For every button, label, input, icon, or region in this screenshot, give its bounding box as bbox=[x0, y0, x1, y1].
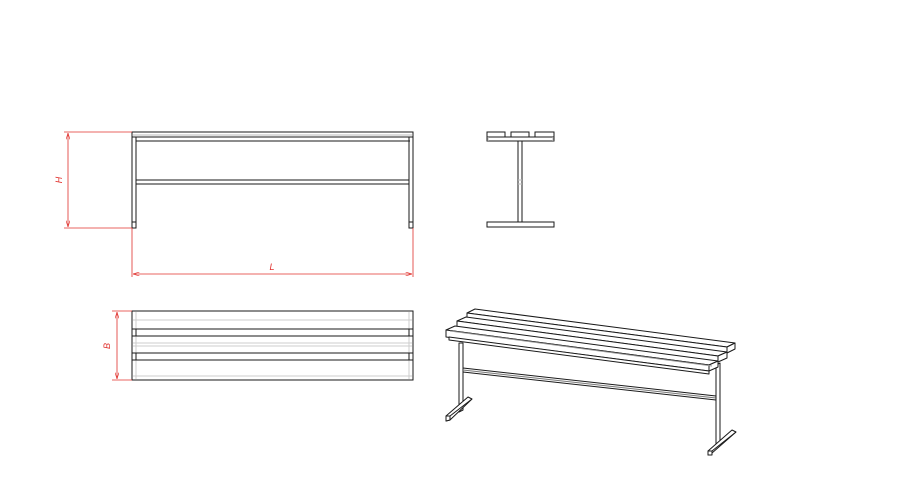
iso-left-leg bbox=[445, 342, 473, 422]
iso-seat-rail bbox=[448, 336, 710, 375]
slat-gap-2 bbox=[131, 352, 414, 361]
top-view bbox=[131, 310, 414, 381]
dimension-label-length: L bbox=[269, 262, 274, 272]
left-leg bbox=[131, 136, 137, 229]
seat-outline bbox=[131, 310, 414, 381]
dimension-label-width: B bbox=[102, 343, 112, 349]
side-view bbox=[486, 131, 555, 228]
dimension-height bbox=[64, 131, 132, 229]
slat-gap-1 bbox=[131, 328, 414, 337]
slat-3 bbox=[534, 131, 555, 138]
dimension-width bbox=[112, 310, 132, 381]
front-view bbox=[131, 131, 414, 229]
isometric-view bbox=[445, 308, 737, 456]
iso-stretcher bbox=[462, 367, 717, 401]
dimension-length bbox=[131, 228, 414, 277]
slat-2 bbox=[510, 131, 530, 138]
foot bbox=[486, 221, 555, 228]
right-leg bbox=[408, 136, 414, 229]
seat-support bbox=[486, 136, 555, 142]
iso-right-leg bbox=[707, 362, 737, 456]
stretcher bbox=[135, 179, 410, 185]
dimension-label-height: H bbox=[54, 176, 64, 183]
slat-1 bbox=[486, 131, 506, 138]
